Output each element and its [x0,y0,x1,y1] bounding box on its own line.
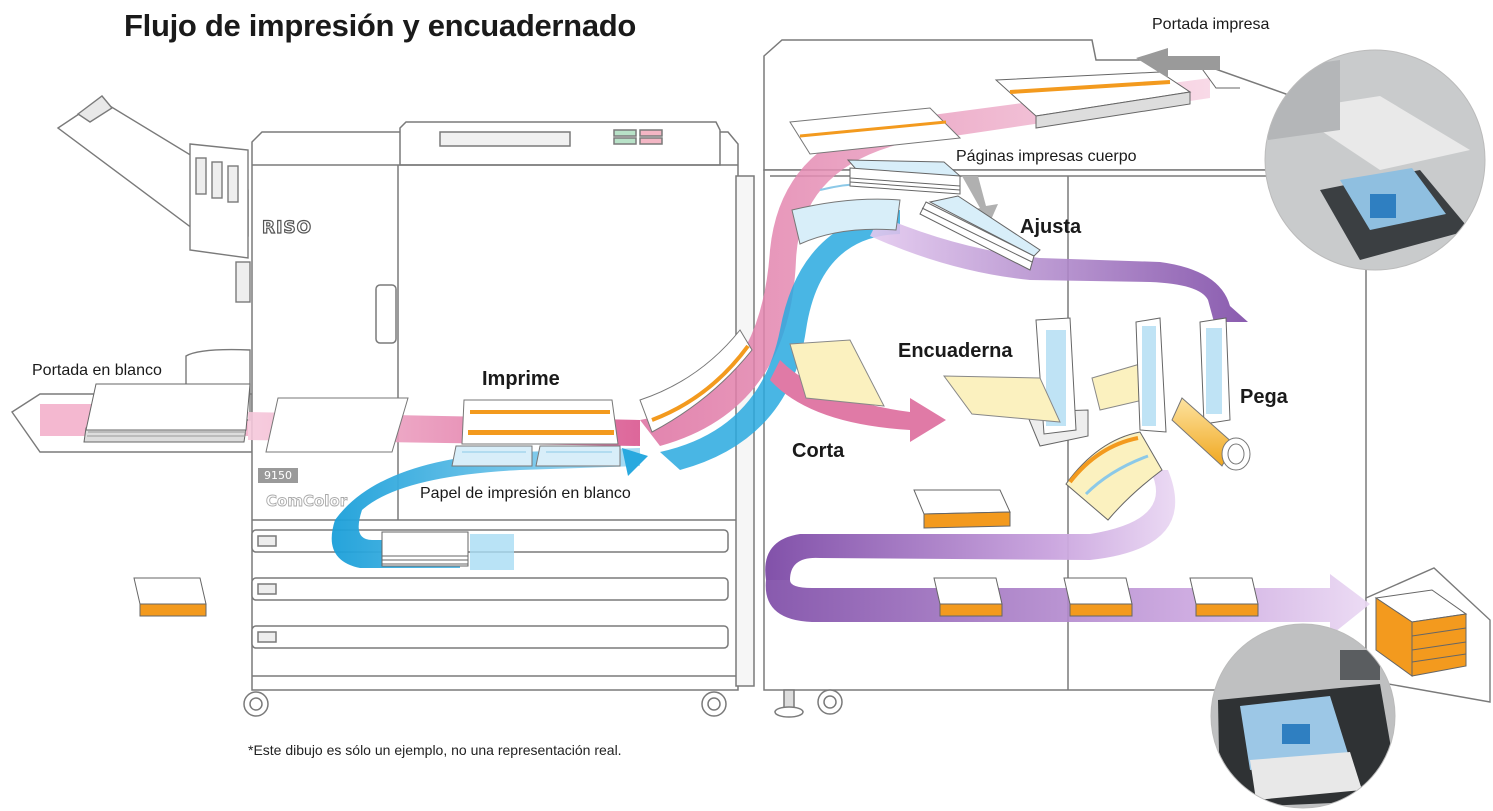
sheet-blank [265,397,409,453]
folded-book [1065,431,1163,521]
label-blank-print-paper: Papel de impresión en blanco [420,485,631,502]
bound-book-2 [1199,317,1231,425]
blank-paper-stack [381,531,514,570]
body-page-stack [846,159,962,195]
flow-body-up-band [660,210,900,470]
label-adjust: Ajusta [1020,216,1082,238]
inset-photo-output-tray [1210,623,1396,809]
flow-cover-up-band [640,78,1210,446]
cover-sheet-yellow [942,375,1061,423]
body-sheets-on-belt [451,445,621,467]
product-name: ComColor [266,492,348,511]
printed-cover-arrow [1136,48,1220,78]
printed-cover-tray-stack [994,65,1240,129]
glue-roller [1171,397,1251,471]
finished-book-queue [133,489,1259,617]
stack-drop-arrow [962,176,998,222]
curved-sheets [639,182,901,433]
label-blank-cover: Portada en blanco [32,362,162,379]
flow-return-band [765,470,1176,580]
label-glue: Pega [1240,386,1288,408]
label-printed-body-pages: Páginas impresas cuerpo [956,148,1137,165]
output-book-stack [1374,589,1468,677]
flow-arrow-cyan [622,448,648,476]
footnote: *Este dibujo es sólo un ejemplo, no una … [248,742,622,758]
model-number-badge: 9150 [258,468,298,483]
brand-logo: RISO [261,217,313,238]
label-bind: Encuaderna [898,340,1013,362]
top-cover-sheet [789,107,962,155]
flow-body-paper-band [331,448,640,568]
page-title: Flujo de impresión y encuadernado [124,8,637,43]
label-print: Imprime [482,368,560,390]
flow-adjust-band [870,216,1248,322]
adjusted-stack [919,195,1041,271]
label-printed-cover: Portada impresa [1152,16,1270,33]
left-finisher [56,95,251,303]
label-cut: Corta [792,440,845,462]
printed-cover-sheet [461,399,619,445]
bound-book-1 [1135,317,1167,433]
inset-photo-glue-unit [1264,49,1486,271]
corte-sheet-yellow [789,339,885,407]
flow-cut-arrow [770,360,946,442]
blank-cover-stack [83,383,251,443]
